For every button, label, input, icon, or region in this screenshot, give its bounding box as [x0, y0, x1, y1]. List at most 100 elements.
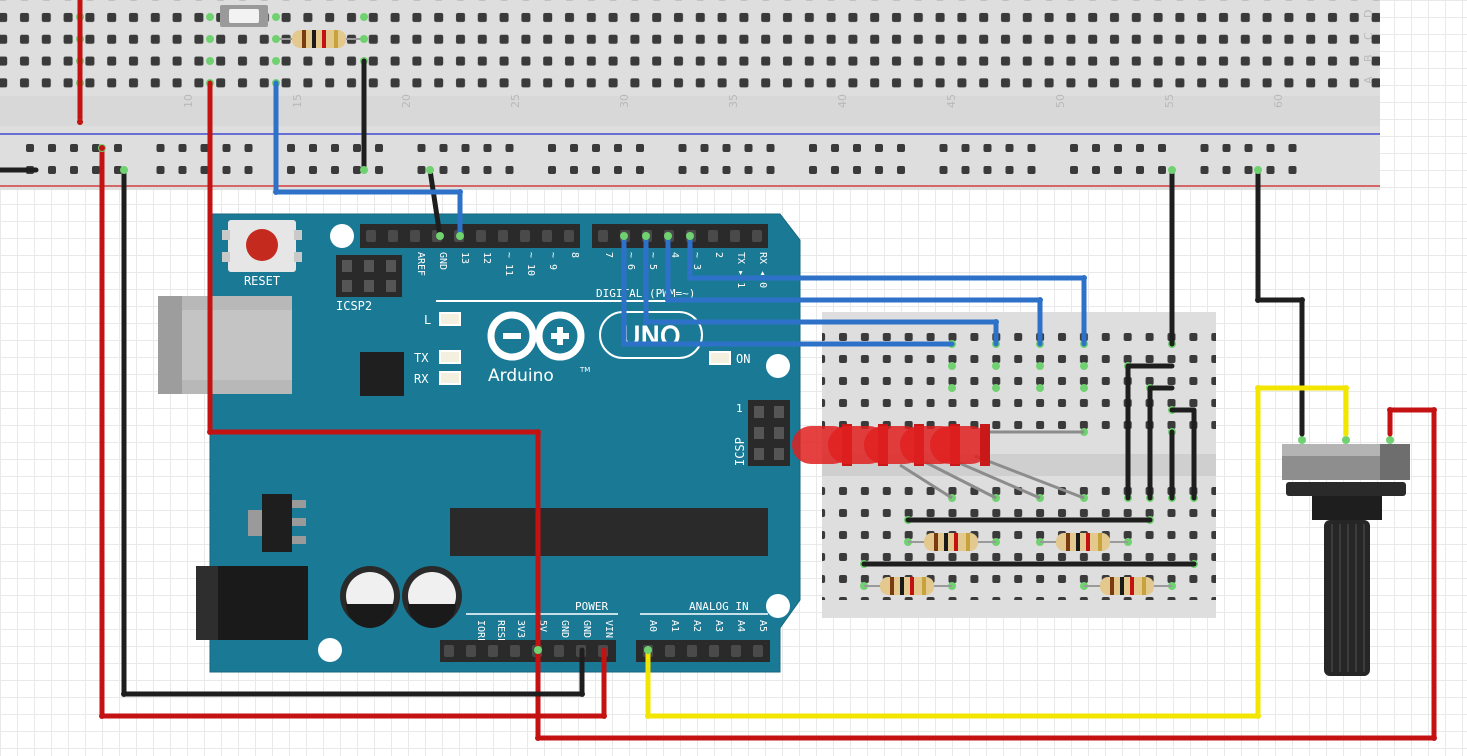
rail-hole [92, 144, 100, 152]
rail-hole [1266, 166, 1275, 174]
rail-hole [1136, 166, 1144, 174]
rail-hole [1070, 144, 1078, 152]
pin-label-a1: A1 [669, 620, 680, 632]
reset-label: RESET [244, 274, 280, 288]
pin-label-11: ~ 11 [503, 252, 514, 276]
top-pin-labels-1: AREF GND 13 12 ~ 11 ~ 10 ~ 9 8 [415, 252, 580, 276]
rail-hole [1200, 144, 1209, 152]
rail-hole [417, 144, 426, 152]
rail-hole [744, 144, 753, 152]
power-jack[interactable] [196, 566, 308, 640]
rail-hole [331, 166, 339, 174]
rail-hole [439, 166, 448, 174]
wire-black-1 [121, 167, 585, 697]
rail-hole [1114, 166, 1122, 174]
pushbutton-top[interactable] [220, 5, 268, 27]
mount-hole-4 [318, 638, 342, 662]
wire-blue-2 [687, 233, 1087, 347]
rail-hole [1092, 166, 1100, 174]
wire-blue-3 [665, 233, 1043, 347]
col-35: 35 [727, 94, 740, 108]
pin-label-0: RX ◂ 0 [757, 252, 768, 288]
analog-pin-labels: A0 A1 A2 A3 A4 A5 [647, 620, 768, 632]
mount-hole-2 [766, 354, 790, 378]
rail-hole [592, 166, 600, 174]
capacitor-1 [340, 566, 400, 628]
rail-hole [875, 144, 883, 152]
rail-hole [287, 144, 295, 152]
header-pin [730, 230, 740, 242]
led-5 [930, 424, 990, 466]
rail-hole [853, 166, 861, 174]
pin-label-1: TX ▸ 1 [735, 252, 746, 288]
pin-label-a3: A3 [713, 620, 724, 632]
reset-button[interactable] [222, 220, 302, 272]
rail-hole [156, 166, 165, 174]
rail-hole [570, 166, 578, 174]
rail-hole [505, 166, 514, 174]
col-30: 30 [618, 94, 631, 108]
icsp-label: ICSP [733, 437, 747, 466]
wires [0, 0, 1437, 741]
header-pin [665, 645, 675, 657]
header-pin [731, 645, 741, 657]
usb-port[interactable] [158, 296, 292, 394]
header-pin [564, 230, 574, 242]
header-pin [709, 645, 719, 657]
arduino-logo-symbols [503, 327, 569, 345]
rail-hole [505, 144, 514, 152]
rail-hole [636, 144, 644, 152]
trademark-label: TM [579, 366, 590, 374]
wire-black-3 [427, 167, 443, 239]
header-pin [410, 230, 420, 242]
capacitor-2 [402, 566, 462, 628]
rail-hole [1158, 166, 1166, 174]
rail-hole [570, 144, 578, 152]
rail-hole [375, 166, 383, 174]
row-a: A [1362, 76, 1375, 84]
voltage-regulator [248, 494, 306, 552]
header-pin [598, 230, 608, 242]
potentiometer[interactable] [1282, 436, 1410, 676]
rail-hole [548, 144, 556, 152]
rail-hole [1136, 144, 1144, 152]
rail-hole [114, 144, 122, 152]
rail-hole [178, 144, 187, 152]
header-pin [687, 645, 697, 657]
rail-hole [222, 166, 231, 174]
pin-label-gnd1: GND [559, 620, 570, 638]
usb-chip [360, 352, 404, 396]
icsp2-header [336, 255, 402, 297]
rail-hole [678, 144, 687, 152]
header-pin [510, 645, 520, 657]
rail-hole [1114, 144, 1122, 152]
breadboard-top: 10 15 20 25 30 35 40 45 50 55 60 D C B A [0, 0, 1380, 190]
pin-label-9: ~ 9 [547, 252, 558, 270]
pin-label-6: ~ 6 [625, 252, 636, 270]
power-header [440, 640, 616, 662]
header-pin [708, 230, 718, 242]
row-letters: D C B A [1362, 10, 1375, 84]
wire-yellow-1 [645, 385, 1349, 719]
rail-hole [744, 166, 753, 174]
header-pin [554, 645, 564, 657]
led-bar [792, 424, 990, 466]
rail-hole [1092, 144, 1100, 152]
wire-blue-1 [273, 80, 463, 239]
rail-hole [939, 166, 948, 174]
rail-hole [1288, 166, 1297, 174]
rail-hole [592, 144, 600, 152]
pin-label-5v: 5V [537, 620, 548, 632]
pin-label-3v3: 3V3 [515, 620, 526, 638]
rail-hole [614, 144, 622, 152]
pin-label-a4: A4 [735, 620, 746, 632]
digital-header-2 [592, 224, 768, 248]
rail-hole [766, 166, 775, 174]
led-tx-label: TX [414, 351, 429, 365]
rail-hole [700, 144, 709, 152]
wire-black-7 [1147, 385, 1175, 501]
resistor-small-4 [1084, 577, 1172, 595]
rail-hole [809, 166, 817, 174]
icsp-header [748, 400, 790, 466]
pin-label-aref: AREF [415, 252, 426, 276]
